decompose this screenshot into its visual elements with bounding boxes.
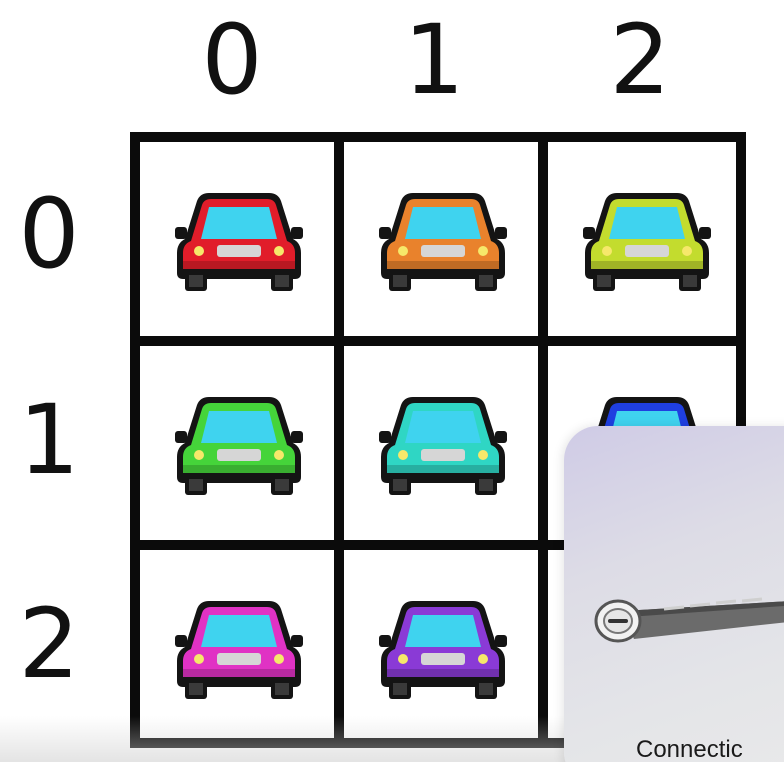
overlay-caption: Connectic bbox=[636, 736, 743, 762]
trackpad-icon bbox=[594, 597, 784, 643]
grid-cell bbox=[140, 346, 332, 538]
column-label-1: 1 bbox=[403, 4, 465, 116]
row-label-1: 1 bbox=[18, 384, 80, 496]
grid-cell bbox=[548, 142, 740, 334]
grid-cell bbox=[344, 142, 536, 334]
grid-cell bbox=[344, 346, 536, 538]
column-label-2: 2 bbox=[609, 4, 671, 116]
car-icon bbox=[379, 397, 507, 495]
connection-overlay-panel[interactable]: Connectic bbox=[564, 426, 784, 762]
car-icon bbox=[175, 601, 303, 699]
grid-cell bbox=[140, 142, 332, 334]
car-icon bbox=[175, 397, 303, 495]
car-icon bbox=[583, 193, 711, 291]
column-label-0: 0 bbox=[201, 4, 263, 116]
row-label-2: 2 bbox=[18, 588, 80, 700]
car-icon bbox=[379, 193, 507, 291]
grid-cell bbox=[140, 550, 332, 742]
grid-line-horizontal bbox=[130, 540, 746, 550]
grid-cell bbox=[344, 550, 536, 742]
row-label-0: 0 bbox=[18, 178, 80, 290]
grid-line-vertical bbox=[538, 132, 548, 748]
grid-line-horizontal bbox=[130, 132, 746, 142]
car-icon bbox=[175, 193, 303, 291]
grid-line-vertical bbox=[130, 132, 140, 748]
grid-line-horizontal bbox=[130, 336, 746, 346]
grid-line-vertical bbox=[334, 132, 344, 748]
car-icon bbox=[379, 601, 507, 699]
